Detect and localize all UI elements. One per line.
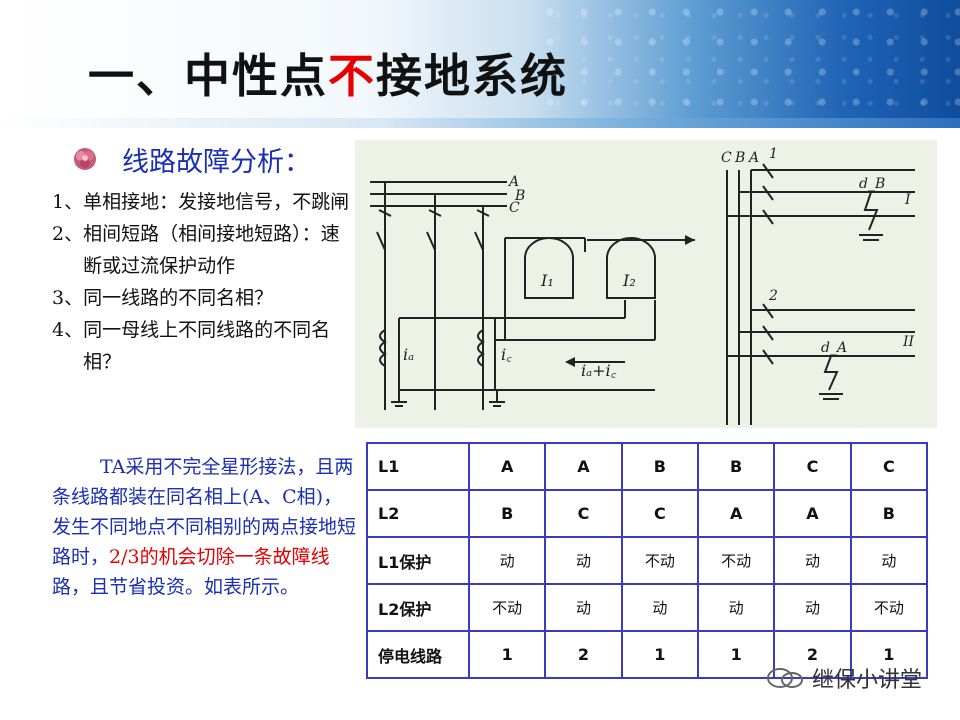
table-row: L2保护 不动 动 动 动 动 不动 (366, 583, 929, 632)
list-item: 2、相间短路（相间接地短路）：速断或过流保护动作 (52, 218, 352, 282)
list-item: 3、同一线路的不同名相？ (52, 282, 352, 314)
label-relay-2: I₂ (622, 271, 636, 290)
section-heading: 线路故障分析： (72, 142, 311, 178)
title-prefix: 一、中性点 (88, 49, 328, 103)
row-header: L1 (366, 442, 470, 491)
label-bus-c: C (721, 150, 732, 166)
table-cell: A (467, 442, 547, 491)
list-item: 4、同一母线上不同线路的不同名相？ (52, 314, 352, 378)
table-cell: 动 (467, 536, 547, 585)
row-header: L1保护 (366, 536, 470, 585)
title-highlight: 不 (328, 49, 376, 103)
item-number: 4、 (52, 319, 84, 341)
table-cell: 不动 (620, 536, 699, 585)
label-current-c: i꜀ (501, 345, 512, 364)
table-cell: 1 (696, 630, 776, 679)
page-title: 一、中性点不接地系统 (88, 40, 568, 106)
label-bus-a: A (747, 150, 759, 166)
table-cell: 2 (773, 630, 852, 679)
table-row: L1保护 动 动 不动 不动 动 动 (366, 536, 929, 585)
label-fault-a: d_A (821, 340, 847, 356)
item-number: 2、 (52, 223, 84, 245)
row-header: L2 (366, 489, 470, 538)
paragraph-blue-text: TA采用不完全星形接法，且两条线路都装在同名相上(A、C相)，发生不同地点不同相… (52, 456, 357, 568)
table-cell: B (620, 442, 699, 491)
table-cell: 动 (849, 536, 929, 585)
section-heading-text: 线路故障分析： (122, 146, 311, 178)
table-row: L1 A A B B C C (366, 442, 929, 491)
list-item: 1、单相接地：发接地信号，不跳闸 (52, 186, 352, 218)
label-phase-c: C (509, 200, 520, 216)
table-cell: B (849, 489, 929, 538)
circuit-diagram: A B C I₁ I₂ iₐ i꜀ iₐ+i꜀ C B A 1 2 d_B d_… (355, 140, 937, 428)
flower-bullet-icon (74, 148, 96, 170)
label-line-2: 2 (768, 288, 778, 304)
explanation-paragraph: TA采用不完全星形接法，且两条线路都装在同名相上(A、C相)，发生不同地点不同相… (52, 452, 358, 602)
table-cell: C (849, 442, 929, 491)
analysis-list: 1、单相接地：发接地信号，不跳闸 2、相间短路（相间接地短路）：速断或过流保护动… (52, 186, 352, 378)
table-cell: 1 (849, 630, 929, 679)
fault-table: L1 A A B B C C L2 B C C A A B L1保护 动 动 不… (366, 442, 929, 679)
arrow-left-icon (565, 357, 575, 367)
table-cell: 动 (544, 536, 623, 585)
row-header: 停电线路 (366, 630, 470, 679)
table-row: L2 B C C A A B (366, 489, 929, 538)
item-number: 1、 (52, 191, 84, 213)
table-cell: 动 (620, 583, 699, 632)
row-header: L2保护 (366, 583, 470, 632)
table-row: 停电线路 1 2 1 1 2 1 (366, 630, 929, 679)
wechat-icon (767, 668, 803, 688)
label-roman-2: II (902, 334, 915, 350)
table-cell: 1 (467, 630, 547, 679)
table-cell: C (773, 442, 852, 491)
table-cell: 动 (696, 583, 776, 632)
table-cell: 1 (620, 630, 699, 679)
arrow-right-icon (685, 235, 695, 245)
table-cell: C (620, 489, 699, 538)
label-phase-b: B (514, 188, 525, 204)
table-cell: 2 (544, 630, 623, 679)
banner-strip (0, 118, 960, 128)
table-cell: 不动 (467, 583, 547, 632)
label-current-a: iₐ (403, 345, 414, 364)
item-text: 相间短路（相间接地短路）：速断或过流保护动作 (83, 223, 340, 277)
table-cell: A (773, 489, 852, 538)
table-cell: 动 (544, 583, 623, 632)
item-text: 同一线路的不同名相？ (83, 287, 274, 309)
table-cell: C (544, 489, 623, 538)
table-cell: A (544, 442, 623, 491)
label-current-sum: iₐ+i꜀ (581, 361, 617, 380)
label-bus-b: B (734, 150, 745, 166)
title-suffix: 接地系统 (376, 49, 568, 103)
label-line-1: 1 (769, 146, 778, 162)
item-number: 3、 (52, 287, 84, 309)
paragraph-blue-end: 路，且节省投资。如表所示。 (52, 576, 300, 598)
watermark: 继保小讲堂 (766, 662, 922, 694)
item-text: 单相接地：发接地信号，不跳闸 (83, 191, 350, 213)
table-cell: 动 (773, 536, 852, 585)
diagram-background (355, 140, 937, 428)
table-cell: B (467, 489, 547, 538)
label-fault-b: d_B (859, 176, 885, 192)
item-text: 同一母线上不同线路的不同名相？ (83, 319, 331, 373)
label-phase-a: A (507, 174, 519, 190)
table-cell: 不动 (849, 583, 929, 632)
banner-pattern (540, 0, 960, 118)
table-cell: A (696, 489, 776, 538)
table-cell: B (696, 442, 776, 491)
label-relay-1: I₁ (540, 271, 554, 290)
table-cell: 不动 (696, 536, 776, 585)
title-banner (0, 0, 960, 128)
table-cell: 动 (773, 583, 852, 632)
paragraph-red-text: 2/3的机会切除一条故障线 (109, 546, 330, 568)
watermark-text: 继保小讲堂 (812, 668, 923, 693)
label-roman-1: I (904, 192, 911, 208)
